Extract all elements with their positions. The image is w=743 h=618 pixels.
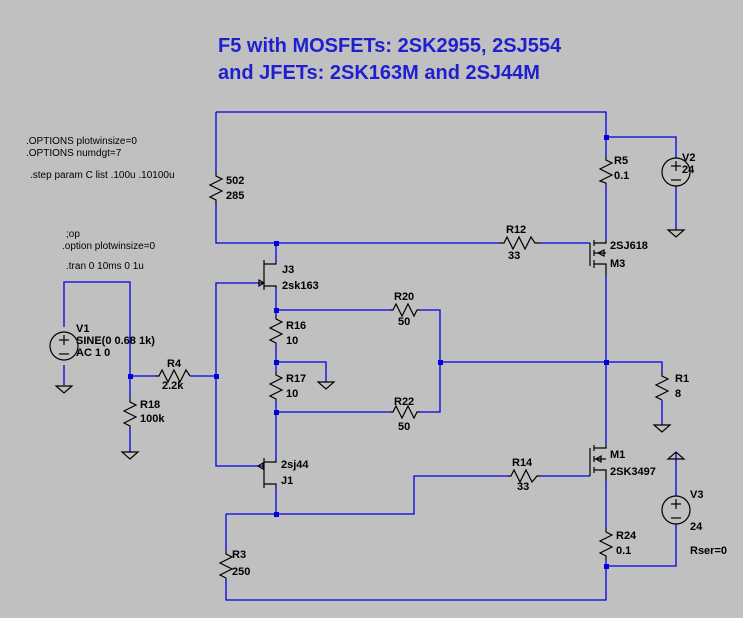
j1-name[interactable]: J1: [281, 475, 294, 487]
directive-step[interactable]: .step param C list .100u .10100u: [30, 170, 175, 181]
r12-name[interactable]: R12: [506, 224, 527, 236]
resistor-r14: [508, 468, 540, 484]
directive-op[interactable]: ;op: [66, 229, 80, 240]
r502-name[interactable]: 502: [226, 175, 245, 187]
r16-name[interactable]: R16: [286, 320, 307, 332]
r1-name[interactable]: R1: [675, 373, 690, 385]
v1-ac[interactable]: AC 1 0: [76, 347, 111, 359]
r22-name[interactable]: R22: [394, 396, 415, 408]
mosfet-m3: [589, 240, 607, 276]
directive-options-plotwinsize[interactable]: .OPTIONS plotwinsize=0: [26, 136, 137, 147]
voltage-source-v3: [661, 495, 691, 525]
r1-value[interactable]: 8: [675, 388, 682, 400]
ground-r18: [120, 451, 140, 460]
ground-mid: [316, 381, 336, 390]
r5-name[interactable]: R5: [614, 155, 629, 167]
m1-name[interactable]: M1: [610, 449, 626, 461]
voltage-source-v2: [661, 157, 691, 187]
j3-name[interactable]: J3: [282, 264, 295, 276]
r3-name[interactable]: R3: [232, 549, 247, 561]
r18-name[interactable]: R18: [140, 399, 161, 411]
resistor-r17: [268, 371, 284, 401]
resistor-r12: [500, 235, 540, 251]
directive-tran[interactable]: .tran 0 10ms 0 1u: [66, 261, 144, 272]
m3-name[interactable]: M3: [610, 258, 626, 270]
title-line-2: and JFETs: 2SK163M and 2SJ44M: [218, 62, 540, 84]
r17-value[interactable]: 10: [286, 388, 299, 400]
title-line-1: F5 with MOSFETs: 2SK2955, 2SJ554: [218, 35, 562, 57]
ground-v2: [666, 229, 686, 238]
r4-value[interactable]: 2.2k: [162, 380, 184, 392]
r5-value[interactable]: 0.1: [614, 170, 630, 182]
directive-option-plotwinsize[interactable]: .option plotwinsize=0: [62, 241, 156, 252]
r20-name[interactable]: R20: [394, 291, 415, 303]
r17-name[interactable]: R17: [286, 373, 307, 385]
v3-name[interactable]: V3: [690, 489, 704, 501]
v1-name[interactable]: V1: [76, 323, 90, 335]
resistor-r1: [654, 372, 670, 401]
supply-v3: [666, 451, 686, 460]
resistor-r20: [390, 302, 420, 318]
jfet-j1: [256, 458, 277, 488]
resistor-r4: [155, 368, 191, 384]
m3-model[interactable]: 2SJ618: [610, 240, 648, 252]
mosfet-m1: [589, 445, 607, 481]
components: [49, 157, 691, 579]
r3-value[interactable]: 250: [232, 566, 251, 578]
r16-value[interactable]: 10: [286, 335, 299, 347]
r24-name[interactable]: R24: [616, 530, 637, 542]
v3-rser[interactable]: Rser=0: [690, 545, 728, 557]
r14-value[interactable]: 33: [517, 481, 530, 493]
j1-model[interactable]: 2sj44: [281, 459, 309, 471]
jfet-j3: [258, 260, 277, 290]
wires: [63, 111, 677, 601]
j3-model[interactable]: 2sk163: [282, 280, 319, 292]
directive-options-numdgt[interactable]: .OPTIONS numdgt=7: [26, 148, 122, 159]
voltage-source-v1: [49, 331, 79, 361]
resistor-r18: [122, 398, 138, 428]
r24-value[interactable]: 0.1: [616, 545, 632, 557]
r4-name[interactable]: R4: [167, 358, 182, 370]
ground-v1: [54, 385, 74, 394]
r12-value[interactable]: 33: [508, 250, 521, 262]
v2-value[interactable]: 24: [682, 164, 695, 176]
r22-value[interactable]: 50: [398, 421, 411, 433]
v3-value[interactable]: 24: [690, 521, 703, 533]
resistor-r24: [598, 528, 614, 560]
junctions: [128, 135, 609, 569]
resistor-r22: [390, 404, 420, 420]
r502-value[interactable]: 285: [226, 190, 245, 202]
resistor-r5: [598, 157, 614, 185]
resistor-502: [208, 172, 224, 205]
r20-value[interactable]: 50: [398, 316, 411, 328]
m1-model[interactable]: 2SK3497: [610, 466, 656, 478]
r18-value[interactable]: 100k: [140, 413, 165, 425]
v1-value[interactable]: SINE(0 0.68 1k): [76, 335, 155, 347]
v2-name[interactable]: V2: [682, 152, 696, 164]
r14-name[interactable]: R14: [512, 457, 533, 469]
ground-r1: [652, 424, 672, 433]
resistor-r16: [268, 315, 284, 345]
resistor-r3: [218, 550, 234, 579]
